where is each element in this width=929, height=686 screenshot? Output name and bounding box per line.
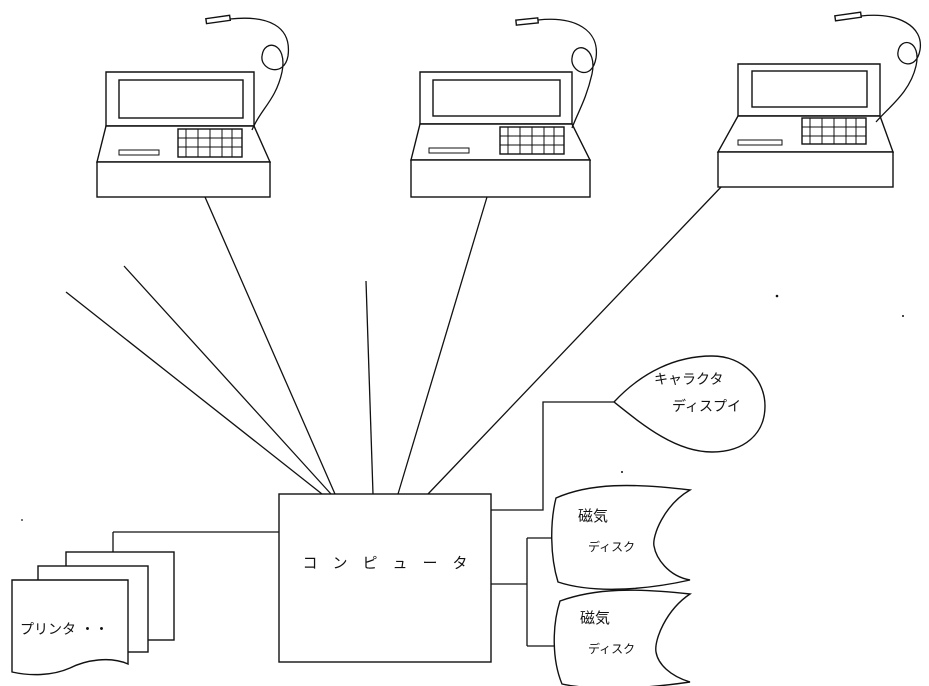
magnetic-disk-1: 磁気 ディスク	[551, 484, 693, 590]
disk1-label-line2: ディスク	[588, 539, 635, 554]
line-terminal-center	[397, 196, 488, 495]
printer: プリンタ ・・	[11, 531, 279, 676]
light-pen	[515, 17, 597, 129]
keypad	[499, 126, 565, 155]
connection-lines	[65, 185, 723, 495]
terminal-left	[96, 14, 290, 198]
computer-box: コ ン ピ ュ ー タ	[278, 493, 492, 663]
display-label-line2: ディスプイ	[672, 398, 741, 415]
light-pen	[834, 11, 921, 123]
line-unconnected-2	[123, 265, 332, 495]
light-pen	[205, 14, 290, 131]
display-label-line1: キャラクタ	[654, 372, 723, 388]
magnetic-disk-2: 磁気 ディスク	[553, 589, 692, 686]
disk2-label-line2: ディスク	[588, 641, 635, 656]
scan-specks	[21, 294, 904, 521]
line-terminal-right	[427, 185, 723, 495]
computer-label: コ ン ピ ュ ー タ	[302, 554, 467, 572]
disk-connections	[491, 537, 560, 647]
line-terminal-left	[204, 196, 336, 495]
line-unconnected-3	[365, 280, 374, 495]
character-display: キャラクタ ディスプイ	[491, 355, 766, 511]
keypad	[801, 117, 867, 145]
terminal-right	[716, 11, 921, 188]
terminal-center	[410, 17, 597, 198]
keypad	[177, 128, 243, 158]
disk2-label-line1: 磁気	[580, 609, 610, 627]
printer-label: プリンタ ・・	[20, 622, 108, 638]
disk1-label-line1: 磁気	[578, 507, 608, 525]
line-unconnected-1	[65, 291, 323, 495]
